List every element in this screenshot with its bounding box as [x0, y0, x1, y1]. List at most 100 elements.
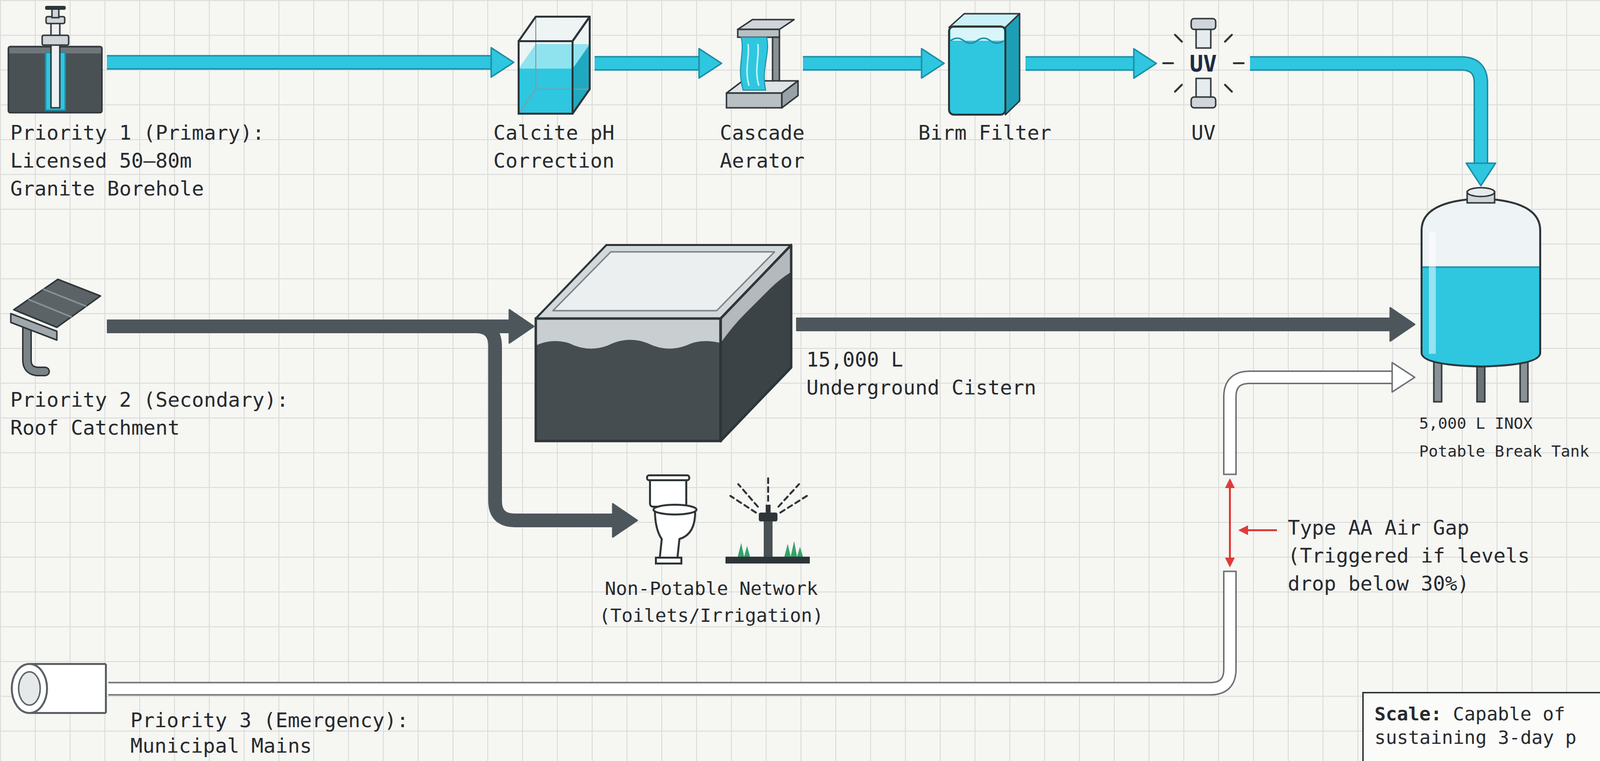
uv-lamp-drawing-part-part: [1163, 62, 1174, 65]
arrow-shaft: [802, 57, 924, 70]
arrow-head: [1392, 362, 1415, 393]
calcite-tank-drawing-part: [518, 16, 536, 114]
uv-lamp-drawing-part-part: [1225, 34, 1232, 42]
air-gap-marker-part: [1238, 525, 1249, 536]
node-label: 5,000 L INOX Potable Break Tank: [1419, 409, 1594, 466]
calcite-tank-drawing-part: [518, 16, 590, 114]
cistern-drawing: [535, 245, 792, 442]
aerator-drawing: [726, 19, 799, 108]
toilet-irrigation-drawing-part: [725, 556, 810, 564]
uv-lamp-drawing-part-part: [1175, 34, 1182, 42]
scale-note: Scale:Capable of sustaining 3-day p: [1374, 702, 1595, 750]
toilet-irrigation-drawing-part: [655, 557, 682, 564]
break-tank-drawing-part: [1476, 363, 1485, 402]
flow-arrow: [106, 309, 534, 344]
mains-pipe-drawing-part: [29, 712, 106, 715]
toilet-irrigation-drawing-part: [654, 509, 696, 558]
aerator-drawing-part: [772, 37, 780, 87]
uv-lamp-drawing-part: [1163, 34, 1244, 92]
arrow-outline: [594, 55, 701, 71]
borehole-icon: Priority 1 (Primary):Licensed 50–80m Gra…: [8, 9, 102, 113]
calcite-tank-drawing-part: [518, 44, 590, 69]
aerator-drawing-part: [740, 37, 768, 91]
roof-drawing-part: [10, 313, 57, 341]
arrow-outline: [106, 54, 493, 70]
air-gap-marker: [1225, 478, 1277, 568]
uv-lamp-drawing-part: [1191, 97, 1216, 108]
toilet-irrigation-drawing-part: [730, 478, 807, 513]
node-label: Cascade Aerator: [713, 119, 811, 175]
node-label: Calcite pH Correction: [487, 119, 621, 175]
arrow-head: [699, 48, 722, 78]
label-group: Non-Potable Network (Toilets/Irrigation): [596, 575, 827, 630]
break-tank-drawing-part: [1421, 266, 1541, 269]
air-gap-marker-part: [1225, 478, 1235, 489]
node-label: Roof Catchment: [10, 414, 289, 443]
birm-filter-icon: Birm Filter: [949, 12, 1021, 115]
label-group: Priority 2 (Secondary):Roof Catchment: [10, 386, 289, 443]
arrow-outline: [1025, 56, 1136, 72]
toilet-irrigation-drawing-part: [765, 504, 771, 513]
roof-icon: Priority 2 (Secondary):Roof Catchment: [8, 275, 102, 378]
arrow-shaft: [796, 317, 1392, 332]
node-label: UV: [1191, 119, 1216, 148]
borehole-drawing-part: [51, 8, 59, 18]
arrow-shaft: [106, 326, 615, 521]
mains-pipe-drawing-part: [11, 664, 48, 714]
flow-arrow: [108, 362, 1415, 690]
calcite-tank-drawing-part: [518, 68, 573, 114]
borehole-drawing: [8, 5, 102, 113]
arrow-shaft: [108, 571, 1230, 690]
toilet-irrigation-drawing-part-part: [738, 484, 758, 507]
uv-lamp-drawing-part: [1191, 18, 1216, 30]
uv-lamp-drawing-part: [1196, 78, 1211, 99]
mains-pipe-drawing-part: [104, 664, 107, 714]
calcite-tank-drawing: [518, 16, 590, 114]
air-gap-marker-part: [1225, 557, 1235, 568]
uv-lamp-drawing-part-part: [1175, 84, 1182, 92]
cistern-drawing-part: [535, 318, 721, 442]
calcite-tank-drawing-part: [535, 88, 590, 90]
flow-arrow: [594, 48, 722, 78]
break-tank-drawing-part: [1467, 187, 1495, 197]
label-group: Birm Filter: [918, 119, 1052, 148]
break-tank-drawing-part: [1433, 360, 1442, 402]
birm-filter-drawing-part: [1005, 13, 1020, 115]
break-tank-drawing-part: [1520, 360, 1528, 402]
flow-arrow: [796, 307, 1415, 342]
label-group: Priority 1 (Primary):Licensed 50–80m Gra…: [10, 119, 265, 203]
toilet-irrigation-drawing-part-part: [767, 478, 770, 501]
arrow-shaft: [1250, 63, 1481, 166]
arrow-head: [612, 503, 638, 538]
aerator-drawing-part: [781, 80, 799, 108]
birm-filter-drawing: [949, 13, 1020, 115]
borehole-drawing-part: [45, 5, 66, 10]
label-group: 15,000 L Underground Cistern: [806, 346, 1043, 402]
break-tank-drawing-part: [1419, 267, 1547, 375]
arrow-head: [1466, 163, 1496, 186]
arrow-outline: [802, 55, 924, 71]
calcite-tank-drawing-part: [518, 41, 573, 114]
node-label: Priority 2 (Secondary):: [10, 386, 289, 415]
scale-note-text: Scale:: [1374, 703, 1442, 725]
uv-lamp-drawing-part-part: [1225, 84, 1232, 92]
borehole-drawing-part: [42, 35, 69, 46]
node-label: Priority 3 (Emergency):: [130, 707, 409, 734]
label-group: Priority 3 (Emergency):Municipal Mains: [130, 707, 409, 759]
node-label: Municipal Mains: [130, 733, 409, 759]
toilet-irrigation-drawing: [647, 475, 810, 564]
node-label: Non-Potable Network (Toilets/Irrigation): [596, 575, 827, 630]
mains-pipe-drawing-part: [29, 663, 106, 666]
label-group: 5,000 L INOX Potable Break Tank: [1419, 409, 1594, 466]
air-gap-marker-part: [1228, 486, 1231, 560]
roof-drawing-part: [28, 299, 72, 318]
toilet-irrigation-drawing-part-part: [730, 496, 756, 513]
toilet-irrigation-drawing-part: [758, 512, 778, 522]
uv-lamp-drawing-part: [1196, 28, 1211, 49]
mains-pipe-icon: Priority 3 (Emergency):Municipal Mains: [10, 648, 108, 730]
break-tank-drawing: [1419, 187, 1547, 402]
flow-arrow: [1250, 63, 1496, 187]
break-tank-drawing-part: [1421, 198, 1541, 367]
